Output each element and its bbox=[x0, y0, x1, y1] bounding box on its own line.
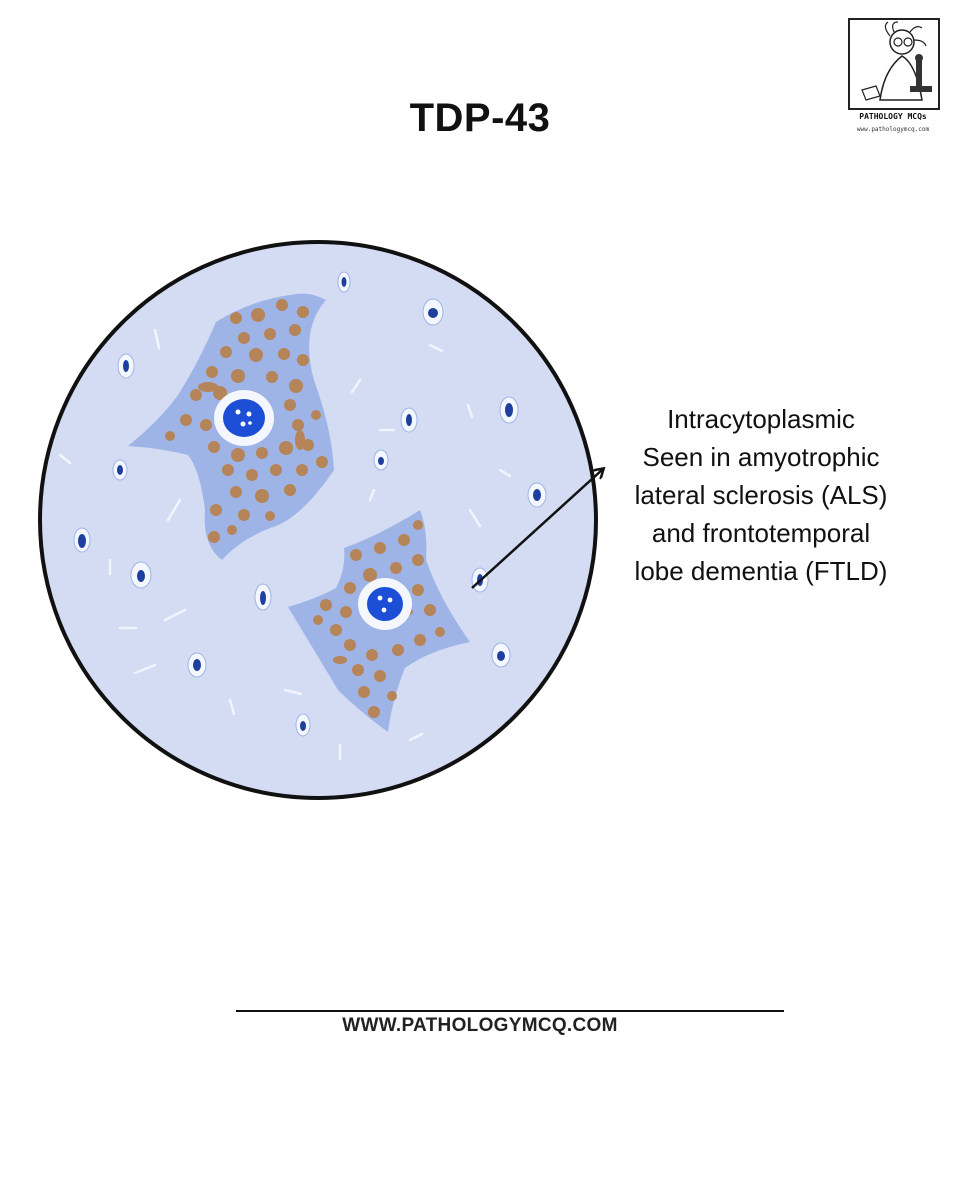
microscope-field bbox=[38, 240, 598, 800]
logo-name: PATHOLOGY MCQs bbox=[859, 112, 927, 121]
neuron-upper bbox=[128, 293, 334, 560]
logo-url: www.pathologymcq.com bbox=[856, 126, 930, 133]
caption-line: Intracytoplasmic bbox=[667, 404, 855, 434]
tdp43-inclusions-upper bbox=[165, 299, 328, 543]
nucleus-lower bbox=[367, 587, 403, 621]
inclusion-caption: Intracytoplasmic Seen in amyotrophic lat… bbox=[596, 400, 926, 590]
caption-line: lateral sclerosis (ALS) bbox=[634, 480, 888, 510]
caption-line: and frontotemporal bbox=[651, 518, 871, 548]
footer-url: WWW.PATHOLOGYMCQ.COM bbox=[342, 1015, 618, 1036]
nucleus-upper bbox=[223, 399, 265, 437]
caption-line: Seen in amyotrophic bbox=[642, 442, 880, 472]
professor-microscope-icon bbox=[848, 18, 940, 110]
footer-divider bbox=[236, 1010, 784, 1012]
neuron-lower bbox=[288, 510, 470, 732]
caption-arrow bbox=[471, 469, 603, 589]
tdp43-inclusions-lower bbox=[313, 520, 445, 718]
pathology-mcqs-logo: PATHOLOGY MCQs www.pathologymcq.com bbox=[848, 18, 940, 138]
caption-line: lobe dementia (FTLD) bbox=[634, 556, 888, 586]
page-title: TDP-43 bbox=[409, 96, 551, 140]
background-glial-cells bbox=[58, 271, 547, 761]
